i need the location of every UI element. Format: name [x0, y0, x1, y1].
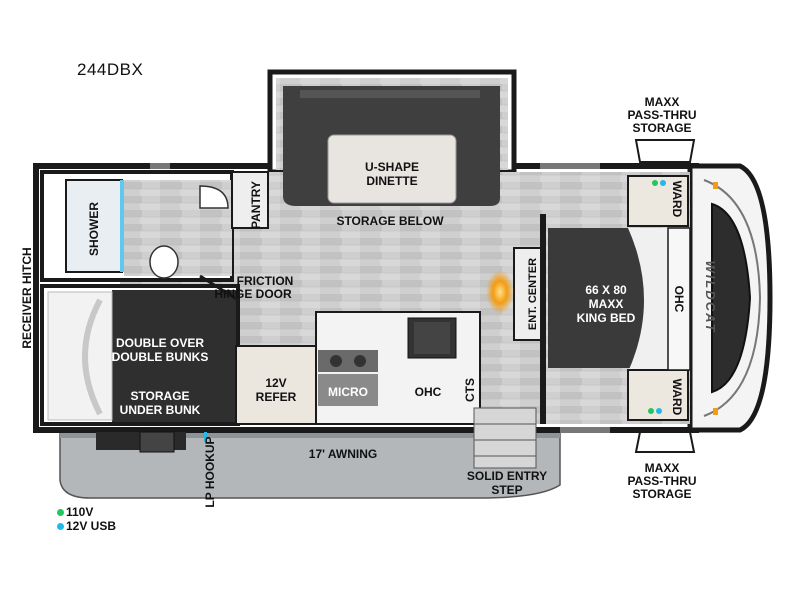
pass-thru-bottom-line2: PASS-THRU [627, 474, 697, 488]
dinette-table [327, 134, 457, 204]
stove [318, 350, 378, 372]
cts-label: CTS [463, 378, 477, 402]
legend-usb: 12V USB [57, 519, 116, 533]
legend-110v: 110V [57, 505, 93, 519]
awning-label: 17' AWNING [308, 447, 378, 461]
entry-step-line2: STEP [491, 483, 523, 497]
refer-label-line2: REFER [255, 390, 297, 404]
brand-logo: WILDCAT [703, 260, 718, 334]
entry-step-line1: SOLID ENTRY [466, 469, 548, 483]
microwave [318, 374, 378, 406]
bed-label-line2: MAXX [588, 297, 624, 311]
friction-hinge-door-line1: FRICTION [236, 274, 294, 288]
outlet-110v [652, 180, 658, 186]
legend-110v-label: 110V [66, 505, 94, 519]
dinette-label-line1: U-SHAPE [364, 160, 419, 174]
ohc-kitchen-label: OHC [414, 385, 442, 399]
pass-thru-bottom [634, 431, 696, 453]
pantry-cabinet [231, 171, 269, 229]
bath-sink [199, 185, 229, 209]
ohc-bedroom [667, 227, 691, 371]
storage-below-label: STORAGE BELOW [336, 214, 444, 228]
bunks-label-line1: DOUBLE OVER [115, 336, 204, 350]
ohc-bedroom-label: OHC [672, 285, 686, 313]
ward-bottom-label: WARD [670, 378, 684, 416]
toilet [149, 245, 179, 279]
legend-usb-swatch [57, 522, 64, 530]
pass-thru-top [634, 139, 696, 163]
storage-under-bunk-line2: UNDER BUNK [119, 403, 201, 417]
refer-label-line1: 12V [265, 376, 287, 390]
legend-usb-label: 12V USB [66, 519, 117, 533]
outlet-110v [648, 408, 654, 414]
receiver-hitch-label: RECEIVER HITCH [20, 247, 34, 349]
pantry-label: PANTRY [249, 181, 263, 229]
bed-label-line3: KING BED [576, 311, 636, 325]
bunk-mattress [112, 290, 236, 422]
pass-thru-bottom-line3: STORAGE [632, 487, 692, 501]
wardrobe-top [627, 175, 689, 227]
outlet-usb [656, 408, 662, 414]
ent-center-label: ENT. CENTER [527, 257, 539, 331]
pass-thru-top-line1: MAXX [644, 95, 680, 109]
storage-under-bunk-line1: STORAGE [130, 389, 190, 403]
lp-hookup-label: LP HOOKUP [203, 436, 217, 508]
bed-label-line1: 66 X 80 [585, 283, 627, 297]
pass-thru-top-line3: STORAGE [632, 121, 692, 135]
entry-step [473, 407, 537, 469]
fireplace-glow [486, 270, 514, 314]
shower [65, 179, 123, 273]
model-number: 244DBX [77, 60, 144, 79]
front-cap-window [711, 202, 752, 394]
ent-center [513, 247, 545, 341]
outlet-usb [660, 180, 666, 186]
shower-label: SHOWER [87, 202, 101, 256]
ward-top-label: WARD [670, 180, 684, 218]
legend-110v-swatch [57, 508, 64, 516]
bedroom-wall [540, 214, 546, 424]
bunks-label-line2: DOUBLE BUNKS [111, 350, 209, 364]
pass-thru-top-line2: PASS-THRU [627, 108, 697, 122]
micro-label: MICRO [328, 385, 368, 399]
dinette-label-line2: DINETTE [366, 174, 418, 188]
friction-hinge-door-line2: HINGE DOOR [214, 287, 292, 301]
pass-thru-bottom-line1: MAXX [644, 461, 680, 475]
